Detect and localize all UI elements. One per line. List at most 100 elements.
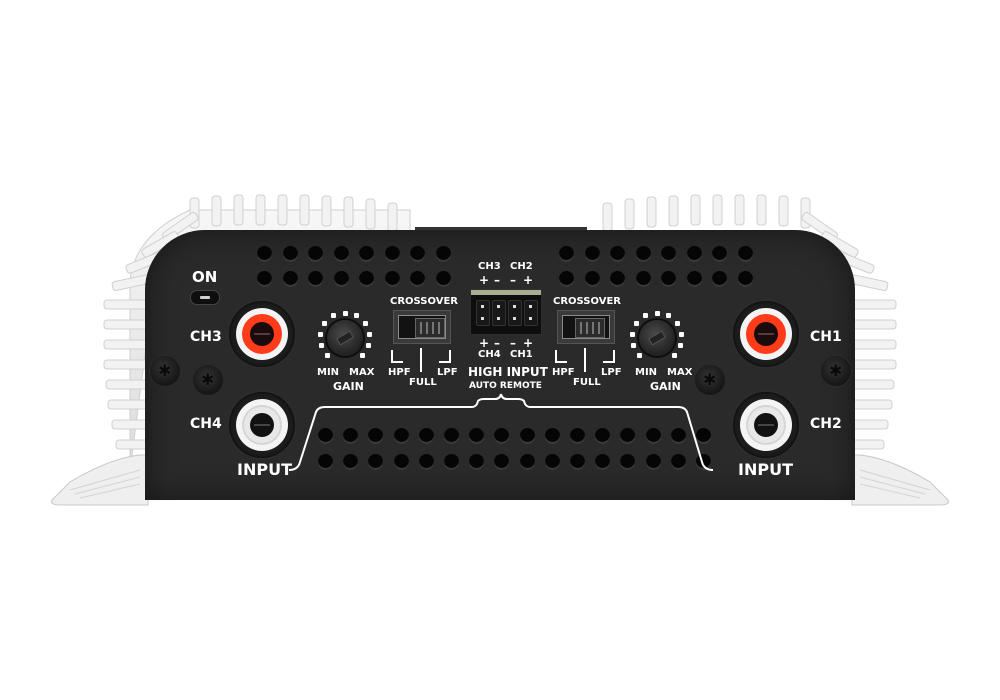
input-right-label: INPUT [738, 460, 793, 479]
vent-hole [444, 454, 459, 469]
gain-scale-dot [366, 343, 372, 349]
rca-input-ch4[interactable] [229, 392, 295, 458]
vent-hole [384, 246, 400, 261]
vent-hole [595, 454, 611, 469]
vent-hole [696, 428, 711, 443]
screw-right-inner: ✱ [695, 365, 725, 395]
hi-top-ch3-label: CH3 [478, 261, 501, 272]
gain-scale-dot [674, 320, 680, 326]
vent-hole [333, 271, 349, 286]
vent-hole [610, 246, 625, 261]
gain-scale-dot [331, 313, 337, 319]
vent-hole [308, 271, 323, 286]
gain-left-label: GAIN [333, 380, 364, 393]
vent-hole [435, 271, 451, 286]
crossover-switch-right[interactable] [557, 310, 615, 344]
vent-hole [282, 246, 298, 261]
vent-hole [670, 428, 686, 443]
high-input-terminal[interactable] [470, 289, 542, 335]
vent-hole [544, 454, 560, 469]
torx-icon: ✱ [201, 370, 215, 389]
crossover-switch-left[interactable] [393, 310, 451, 344]
gain-scale-dot [342, 310, 348, 316]
gain-scale-dot [324, 353, 330, 359]
vent-hole [570, 454, 585, 469]
xover-right-lpf-label: LPF [601, 367, 622, 378]
vent-hole [418, 428, 434, 443]
vent-hole [620, 428, 636, 443]
ch3-label: CH3 [190, 329, 222, 345]
vent-hole [343, 454, 359, 469]
vent-hole [584, 246, 600, 261]
crossover-left-label: CROSSOVER [390, 296, 458, 307]
vent-hole [393, 428, 409, 443]
vent-hole [410, 271, 425, 286]
vent-hole [635, 271, 651, 286]
screw-left-inner: ✱ [193, 365, 223, 395]
ch4-label: CH4 [190, 416, 222, 432]
vent-hole [469, 428, 485, 443]
rca-input-ch3[interactable] [229, 301, 295, 367]
vent-hole [519, 454, 535, 469]
gain-scale-dot [678, 343, 684, 349]
vent-hole [384, 271, 400, 286]
gain-left-max-label: MAX [349, 367, 375, 378]
input-left-label: INPUT [237, 460, 292, 479]
gain-scale-dot [643, 313, 649, 319]
vent-hole [333, 246, 349, 261]
vent-hole [584, 271, 600, 286]
torx-icon: ✱ [829, 361, 843, 380]
vent-hole [343, 428, 359, 443]
vent-hole [737, 271, 753, 286]
auto-remote-label: AUTO REMOTE [469, 381, 542, 391]
high-input-label: HIGH INPUT [468, 365, 548, 379]
hi-top-pol-4: + [523, 273, 534, 287]
power-led [190, 290, 220, 305]
vent-hole [435, 246, 451, 261]
rca-input-ch2[interactable] [733, 392, 799, 458]
vent-hole [368, 428, 384, 443]
vent-hole [737, 246, 753, 261]
vent-hole [544, 428, 560, 443]
vent-hole [308, 246, 323, 261]
ch1-label: CH1 [810, 329, 842, 345]
gain-knob-left[interactable] [313, 310, 377, 366]
vent-hole [620, 454, 636, 469]
xover-left-full-label: FULL [409, 377, 437, 388]
vent-hole [494, 454, 510, 469]
torx-icon: ✱ [703, 370, 717, 389]
gain-scale-dot [353, 313, 359, 319]
hi-bot-ch4-label: CH4 [478, 349, 501, 360]
vent-hole [469, 454, 485, 469]
vent-hole [595, 428, 611, 443]
xover-right-full-label: FULL [573, 377, 601, 388]
xover-left-lpf-label: LPF [437, 367, 458, 378]
gain-scale-dot [318, 343, 324, 349]
vent-hole [494, 428, 510, 443]
hi-bot-pol-1: + [479, 336, 490, 350]
vent-hole [359, 271, 374, 286]
vent-hole [610, 271, 625, 286]
vent-hole [359, 246, 374, 261]
vent-hole [661, 271, 676, 286]
gain-scale-dot [629, 331, 635, 337]
gain-knob-right[interactable] [625, 310, 689, 366]
gain-scale-dot [317, 331, 323, 337]
power-indicator-label: ON [192, 268, 218, 286]
crossover-right-label: CROSSOVER [553, 296, 621, 307]
hi-bot-pol-4: + [523, 336, 534, 350]
vent-hole [418, 454, 434, 469]
vent-hole [559, 246, 574, 261]
xover-right-hpf-label: HPF [552, 367, 575, 378]
torx-icon: ✱ [158, 361, 172, 380]
hi-bot-pol-3: – [510, 336, 516, 350]
vent-hole [282, 271, 298, 286]
gain-left-min-label: MIN [317, 367, 340, 378]
vent-hole [686, 246, 702, 261]
vent-hole [661, 246, 676, 261]
vent-hole [257, 246, 272, 261]
vent-hole [318, 428, 333, 443]
hi-top-pol-1: + [479, 273, 490, 287]
rca-input-ch1[interactable] [733, 301, 799, 367]
hi-bot-pol-2: – [494, 336, 500, 350]
